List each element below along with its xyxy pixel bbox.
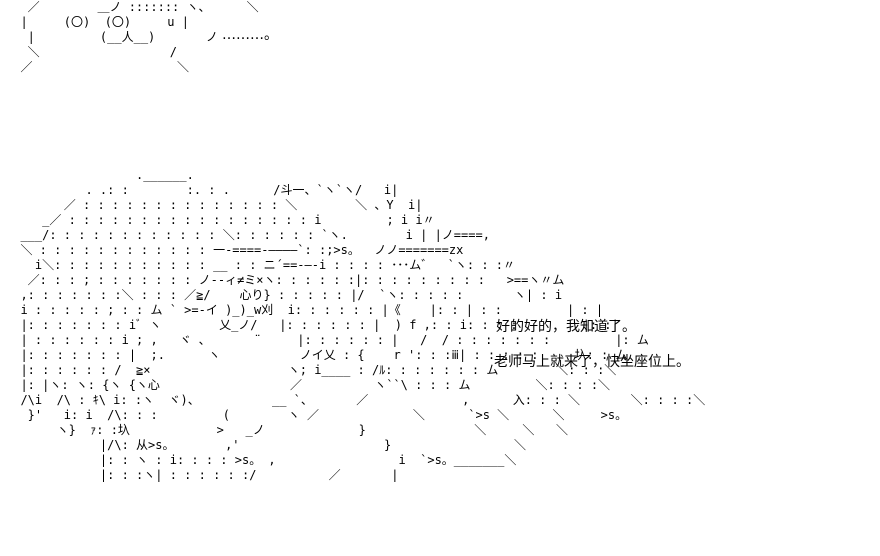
dialogue-line-2: 老师马上就来了，快坐座位上。 <box>494 354 690 370</box>
ellipsis-text: ………。 <box>222 27 278 43</box>
shocked-face-ascii-art: ／ ＿ノ ::::::: ヽ、 ＼ | (〇) (〇) u | | (__人__… <box>20 0 259 74</box>
classroom-scene-ascii-art: .______. . .: : :. : . /斗一、`ヽ`ヽ/ i| ／ : … <box>20 168 706 482</box>
dialogue-line-1: 好的好的，我知道了。 <box>496 319 636 335</box>
